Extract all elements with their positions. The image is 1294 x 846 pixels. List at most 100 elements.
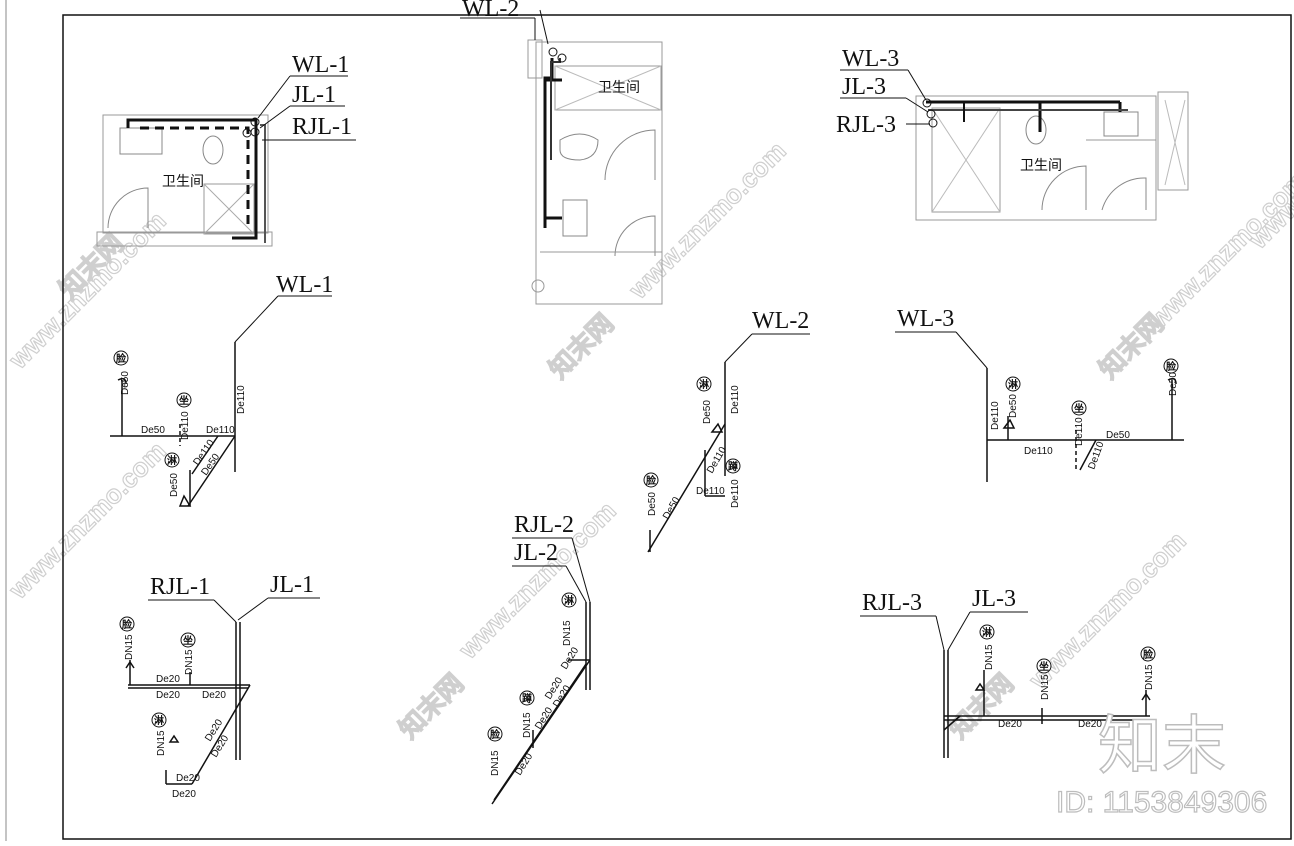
riser-label: WL-1 (276, 272, 333, 298)
brand-watermark: 知末 ID: 1153849306 (1055, 709, 1267, 819)
watermark-text: 知末网 (543, 308, 619, 384)
pipe-size-label: DN15 (156, 730, 167, 756)
leader-line (257, 75, 291, 119)
diagonal-pipe (187, 435, 236, 507)
door-swing (1101, 177, 1147, 211)
drainage-diagram-wl1 (110, 295, 332, 507)
leader-line (571, 537, 591, 603)
fixture-tag-text: 坐 (1039, 660, 1049, 673)
fixture-tag-text: 淋 (1008, 378, 1018, 391)
drainage-labels-wl1: WL-1 De50 De110 De110 De50 De110 De50 De… (113, 272, 333, 497)
diagonal-pipe (943, 715, 961, 731)
pipe-size-label: DN15 (562, 620, 573, 646)
toilet (202, 135, 224, 165)
shower-head (168, 734, 180, 743)
pipe-size-label: De110 (990, 401, 1001, 430)
pipe-size-label: DN15 (984, 644, 995, 670)
pipe-size-label: De50 (1106, 430, 1130, 441)
supply-pipe (140, 126, 250, 228)
fixture-tag-text: 淋 (982, 626, 992, 639)
fixture-tag-basin (113, 350, 129, 366)
pipe-size-label: DN15 (184, 649, 195, 675)
floor-drain (1002, 418, 1016, 429)
drainage-diagram-wl2 (647, 333, 810, 553)
pipe-size-label: De50 (1168, 372, 1179, 396)
leader-line (539, 9, 549, 45)
fixture-tag-basin (1140, 646, 1156, 662)
shower-head (974, 682, 986, 691)
riser-label: RJL-2 (514, 512, 574, 538)
fixture-tag-shower (561, 592, 577, 608)
leader-line (947, 611, 971, 651)
valve-symbol (125, 660, 135, 669)
pipe-size-label: De20 (513, 751, 535, 777)
supply-diagram-2 (491, 537, 591, 805)
riser-mark (242, 128, 252, 138)
trap-symbol (117, 377, 127, 385)
fixture-tag-toilet (1071, 400, 1087, 416)
plan-wall (527, 39, 543, 79)
pipe-size-label: DN15 (1144, 664, 1155, 690)
trap-symbol (1167, 377, 1177, 385)
basin (119, 127, 163, 155)
fixture-tag-text: 脸 (115, 352, 127, 365)
fixture-tag-toilet (180, 632, 196, 648)
fixture-tag-text: 蹲 (522, 692, 532, 705)
leader-line (724, 333, 753, 363)
fixture-tag-shower (1005, 376, 1021, 392)
fixture-tag-toilet (176, 392, 192, 408)
pipe-size-label: De110 (206, 425, 235, 436)
pipe-size-label: De50 (702, 400, 713, 424)
pipe-size-label: De20 (202, 690, 226, 701)
pipe-size-label: DN15 (522, 712, 533, 738)
riser-label-jl3: JL-3 (842, 74, 886, 100)
door-swing (604, 129, 656, 181)
pipe-size-label: DN15 (1040, 674, 1051, 700)
door-swing (1041, 165, 1087, 211)
fixture-tag-basin (119, 616, 135, 632)
pipe-size-label: De110 (730, 385, 741, 414)
fixture-tag-text: 淋 (699, 378, 709, 391)
leader-line (213, 599, 237, 623)
watermark-text: www.znzmo.com (1142, 166, 1294, 335)
riser-mark (557, 53, 567, 63)
pipe-size-label: De20 (172, 789, 196, 800)
fixture-tag-text: 脸 (489, 728, 501, 741)
riser-mark (250, 117, 260, 127)
fixture-tag-shower (164, 452, 180, 468)
leader-line (907, 69, 927, 101)
fixture-tag-squat (725, 458, 741, 474)
riser-mark (926, 109, 936, 119)
pipe-size-label: De20 (1078, 719, 1102, 730)
pipe-size-label: De50 (1008, 394, 1019, 418)
fixture-tag-text: 坐 (183, 634, 193, 647)
plan-wall (1157, 91, 1189, 191)
watermark-text: www.znzmo.com (622, 136, 791, 305)
fixture-tag-text: 淋 (564, 594, 574, 607)
pipe-size-label: De110 (1086, 440, 1106, 471)
pipe-size-label: De110 (730, 479, 741, 508)
fixture-tag-shower (151, 712, 167, 728)
pipe-size-label: De110 (236, 385, 247, 414)
leader-line (565, 565, 587, 603)
riser-label-rjl3: RJL-3 (836, 112, 896, 138)
drainage-diagram-wl3 (895, 331, 1184, 482)
diagonal-pipe (191, 435, 219, 475)
pipe-size-label: De50 (647, 492, 658, 516)
room-label: 卫生间 (1020, 158, 1062, 174)
fixture-tag-basin (643, 472, 659, 488)
supply-diagram-1 (125, 597, 320, 785)
fixture-tag-text: 脸 (1142, 648, 1154, 661)
riser-label: JL-2 (514, 540, 558, 566)
pipe-size-label: DN15 (124, 634, 135, 660)
diagonal-pipe (493, 663, 587, 801)
pipe-size-label: De20 (533, 705, 555, 731)
pipe-size-label: De20 (176, 773, 200, 784)
watermark-text: 知末网 (393, 668, 469, 744)
pipe-size-label: De110 (180, 411, 191, 440)
supply-labels-3: RJL-3 JL-3 DN15 DN15 DN15 De20 De20 淋 坐 … (862, 586, 1156, 730)
fixture-tag-squat (519, 690, 535, 706)
watermark-text: 知末网 (943, 668, 1019, 744)
shower-diagonal (554, 65, 662, 111)
